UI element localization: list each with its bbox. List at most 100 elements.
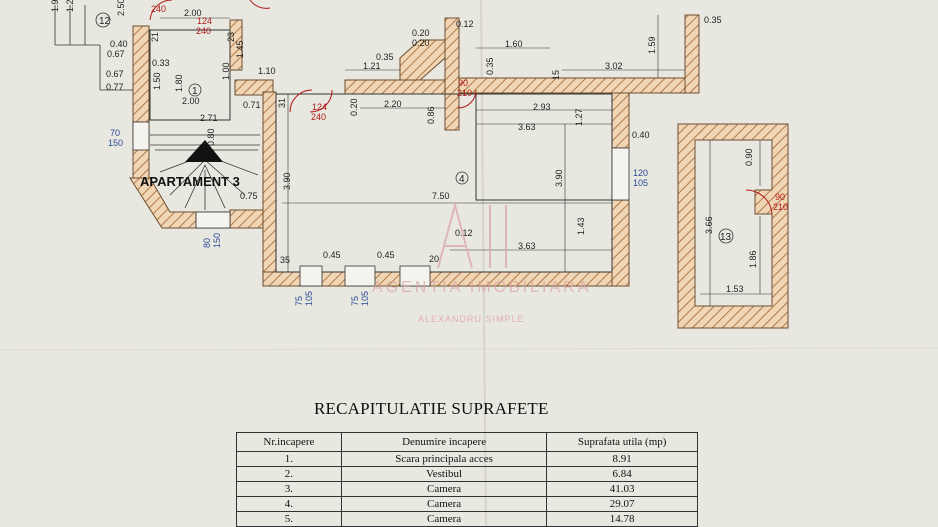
window-dim-text: 150: [108, 138, 123, 148]
window-dim-text: 75: [350, 296, 360, 306]
door-swings: [149, 0, 773, 215]
dim-text: 21: [150, 32, 160, 42]
dim-text: 0.77: [106, 82, 124, 92]
dim-text: 7.50: [432, 191, 450, 201]
dim-text: 0.67: [107, 49, 125, 59]
dim-text: 0.40: [632, 130, 650, 140]
dim-text: 2.00: [182, 96, 200, 106]
dim-text: 1.50: [152, 72, 162, 90]
dim-text: 1.86: [748, 250, 758, 268]
table-row: 4. Camera 29.07: [236, 496, 698, 512]
area-table: Nr.incapere Denumire incapere Suprafata …: [236, 432, 698, 527]
dim-text: 3.02: [605, 61, 623, 71]
dim-text: 1.60: [505, 39, 523, 49]
dim-text: 0.35: [376, 52, 394, 62]
dim-text: 0.86: [426, 106, 436, 124]
room-number-markers: [95, 12, 734, 244]
apartment-label: APARTAMENT 3: [140, 174, 240, 189]
dim-text: 2.93: [533, 102, 551, 112]
cell-room-name: Camera: [340, 496, 548, 512]
cell-room-number: 4.: [236, 496, 342, 512]
dim-text: 0.12: [456, 19, 474, 29]
dim-text: 35: [280, 255, 290, 265]
dim-text: 3.90: [282, 172, 292, 190]
dim-text: 0.40: [110, 39, 128, 49]
dim-text: 1.00: [221, 62, 231, 80]
dim-text: 0.80: [206, 128, 216, 146]
dim-text: 2.71: [200, 113, 218, 123]
dim-text: 1.59: [647, 36, 657, 54]
dim-text: 2.50: [116, 0, 126, 16]
dim-text: 0.20: [349, 98, 359, 116]
room-number: 1: [192, 86, 198, 97]
dim-text: 3.63: [518, 122, 536, 132]
dim-text: 0.90: [744, 148, 754, 166]
window-dim-text: 105: [304, 291, 314, 306]
door-dim-text: 124: [312, 102, 327, 112]
dim-text: 0.75: [240, 191, 258, 201]
table-row: 5. Camera 14.78: [236, 511, 698, 527]
dim-text: 1.45: [235, 40, 245, 58]
cell-room-number: 5.: [236, 511, 342, 527]
table-row: 2. Vestibul 6.84: [236, 466, 698, 482]
cell-room-name: Camera: [340, 481, 548, 497]
watermark-text: AGENTIA IMOBILIARA: [372, 279, 591, 296]
dim-text: 1.20: [65, 0, 75, 12]
dim-text: 0.35: [485, 57, 495, 75]
door-dim-text: 240: [151, 4, 166, 14]
cell-room-name: Camera: [340, 511, 548, 527]
room-number: 13: [720, 232, 732, 243]
dim-text: 1.10: [258, 66, 276, 76]
cell-room-number: 3.: [236, 481, 342, 497]
cell-room-name: Scara principala acces: [340, 451, 548, 467]
dim-text: 3.63: [518, 241, 536, 251]
window-dim-text: 120: [633, 168, 648, 178]
dim-text: 0.67: [106, 69, 124, 79]
cell-area: 29.07: [546, 496, 698, 512]
cell-room-name: Vestibul: [340, 466, 548, 482]
cell-area: 14.78: [546, 511, 698, 527]
cell-area: 6.84: [546, 466, 698, 482]
dim-text: 2.20: [384, 99, 402, 109]
dim-text: 1.27: [574, 108, 584, 126]
dim-text: 15: [551, 70, 561, 80]
dim-text: 1.21: [363, 61, 381, 71]
dim-text: 1.90: [50, 0, 60, 12]
door-dim-text: 124: [197, 16, 212, 26]
dim-text: 20: [429, 254, 439, 264]
window-dim-text: 70: [110, 128, 120, 138]
dim-text: 2.00: [184, 8, 202, 18]
dim-text: 1.53: [726, 284, 744, 294]
summary-title: RECAPITULATIE SUPRAFETE: [314, 399, 549, 418]
entrance-steps: [54, 5, 133, 91]
door-dim-text: 240: [311, 112, 326, 122]
room-number: 12: [99, 16, 111, 27]
door-dim-text: 210: [773, 202, 788, 212]
dim-text: 0.20: [412, 28, 430, 38]
window-dim-text: 105: [360, 291, 370, 306]
dim-text: 3.66: [704, 216, 714, 234]
table-row: 1. Scara principala acces 8.91: [236, 451, 698, 467]
cell-room-number: 2.: [236, 466, 342, 482]
dim-text: 23: [226, 32, 236, 42]
room-number: 4: [459, 174, 465, 185]
door-dim-text: 240: [196, 26, 211, 36]
dim-text: 0.12: [455, 228, 473, 238]
header-room-name: Denumire incapere: [340, 432, 548, 452]
header-room-number: Nr.incapere: [236, 432, 342, 452]
watermark-subtext: ALEXANDRU SIMPLE: [418, 314, 525, 324]
dim-text: 1.80: [174, 74, 184, 92]
dim-text: 0.20: [412, 38, 430, 48]
dim-text: 31: [277, 98, 287, 108]
dim-text: 0.45: [377, 250, 395, 260]
table-header-row: Nr.incapere Denumire incapere Suprafata …: [236, 432, 698, 452]
door-dim-text: 90: [458, 78, 468, 88]
window-dim-text: 150: [212, 233, 222, 248]
cell-room-number: 1.: [236, 451, 342, 467]
window-dim-text: 105: [633, 178, 648, 188]
watermark-logo: [437, 201, 507, 269]
window-dim-text: 80: [202, 238, 212, 248]
dim-text: 0.33: [152, 58, 170, 68]
dim-text: 0.71: [243, 100, 261, 110]
